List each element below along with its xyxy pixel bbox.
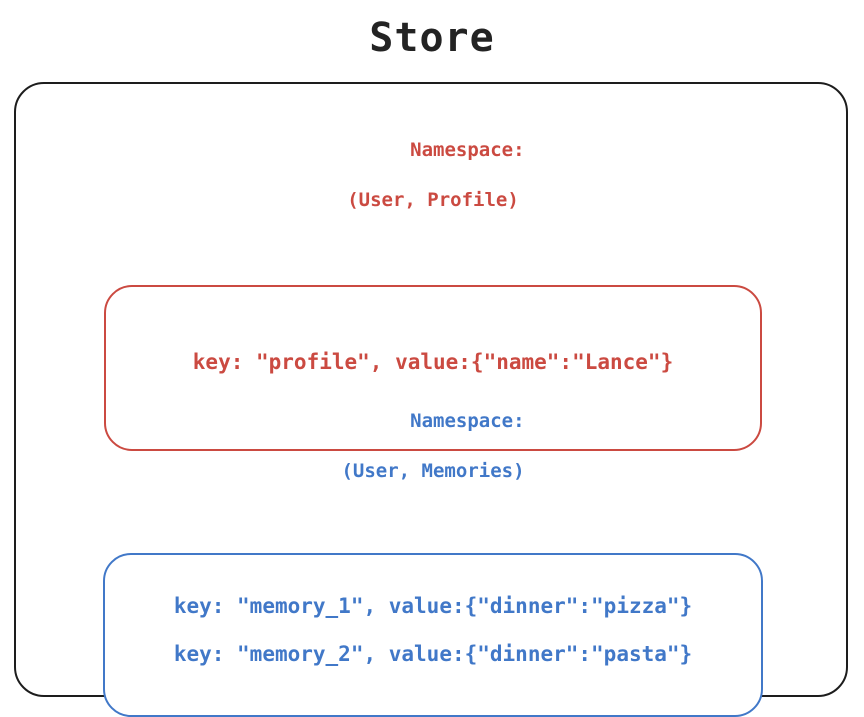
entry-list-memories: key: "memory_1", value:{"dinner":"pizza"… xyxy=(105,593,761,667)
namespace-label-profile: Namespace: (User, Profile) xyxy=(16,113,850,263)
store-entry: key: "memory_2", value:{"dinner":"pasta"… xyxy=(173,642,693,666)
namespace-label-profile-line1: Namespace: xyxy=(410,139,525,161)
store-container: Namespace: (User, Profile) key: "profile… xyxy=(14,82,850,717)
store-entry: key: "memory_1", value:{"dinner":"pizza"… xyxy=(173,594,693,618)
namespace-group-profile: Namespace: (User, Profile) key: "profile… xyxy=(16,113,850,451)
store-entry: key: "profile", value:{"name":"Lance"} xyxy=(192,350,674,374)
namespace-label-memories: Namespace: (User, Memories) xyxy=(16,384,850,534)
namespace-label-memories-line1: Namespace: xyxy=(410,410,525,432)
namespace-label-profile-line2: (User, Profile) xyxy=(347,189,519,211)
namespace-group-memories: Namespace: (User, Memories) key: "memory… xyxy=(16,384,850,717)
entry-list-profile: key: "profile", value:{"name":"Lance"} xyxy=(106,349,760,375)
namespace-box-profile: key: "profile", value:{"name":"Lance"} xyxy=(104,285,762,451)
namespace-box-memories: key: "memory_1", value:{"dinner":"pizza"… xyxy=(103,553,763,717)
namespace-label-memories-line2: (User, Memories) xyxy=(341,460,525,482)
page-title: Store xyxy=(369,15,495,61)
